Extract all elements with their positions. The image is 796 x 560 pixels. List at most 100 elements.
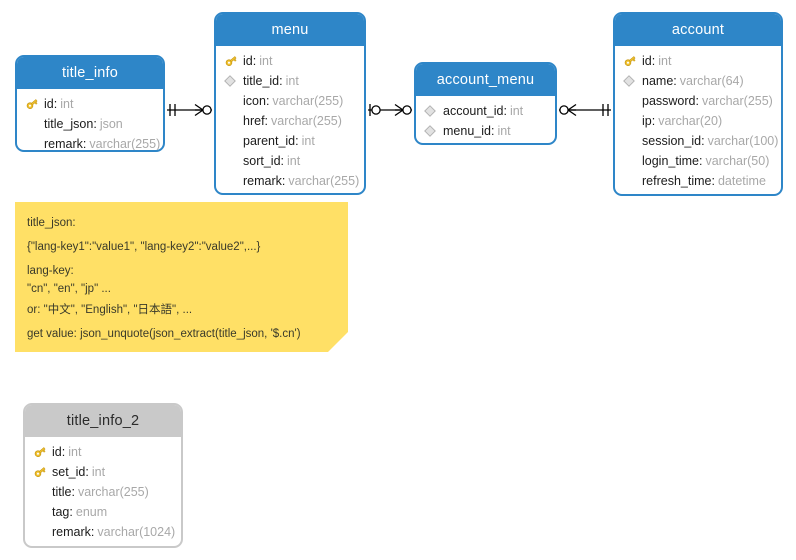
field-row[interactable]: title:varchar(255) bbox=[25, 482, 181, 502]
table-title-title_info: title_info bbox=[17, 57, 163, 89]
field-name: href bbox=[243, 114, 265, 128]
field-type: varchar(1024) bbox=[97, 525, 176, 539]
foreign-key-diamond-icon bbox=[424, 103, 443, 119]
field-name: icon bbox=[243, 94, 266, 108]
no-key-icon-spacer bbox=[623, 173, 642, 189]
field-row[interactable]: id:int bbox=[25, 442, 181, 462]
field-separator: : bbox=[281, 174, 286, 188]
field-row[interactable]: name:varchar(64) bbox=[615, 71, 781, 91]
field-row[interactable]: remark:varchar(1024) bbox=[25, 522, 181, 542]
no-key-icon-spacer bbox=[224, 153, 243, 169]
note-line: {"lang-key1":"value1", "lang-key2":"valu… bbox=[27, 241, 261, 253]
field-row[interactable]: ip:varchar(20) bbox=[615, 111, 781, 131]
field-row[interactable]: session_id:varchar(100) bbox=[615, 131, 781, 151]
field-separator: : bbox=[698, 154, 703, 168]
no-key-icon-spacer bbox=[224, 173, 243, 189]
foreign-key-diamond-icon bbox=[623, 73, 642, 89]
field-separator: : bbox=[279, 74, 283, 88]
no-key-icon-spacer bbox=[623, 113, 642, 129]
primary-key-icon bbox=[224, 53, 243, 69]
sticky-note-title-json[interactable]: title_json: {"lang-key1":"value1", "lang-… bbox=[15, 202, 348, 352]
field-separator: : bbox=[61, 445, 66, 459]
primary-key-icon bbox=[33, 444, 52, 460]
field-row[interactable]: id:int bbox=[17, 94, 163, 114]
note-line: title_json: bbox=[27, 217, 76, 229]
field-name: sort_id bbox=[243, 154, 281, 168]
field-row[interactable]: account_id:int bbox=[416, 101, 555, 121]
no-key-icon-spacer bbox=[623, 153, 642, 169]
note-line: get value: json_unquote(json_extract(tit… bbox=[27, 328, 301, 340]
field-separator: : bbox=[85, 465, 89, 479]
field-row[interactable]: title_json:json bbox=[17, 114, 163, 134]
no-key-icon-spacer bbox=[224, 113, 243, 129]
field-name: title_json bbox=[44, 117, 94, 131]
table-title-account_menu: account_menu bbox=[416, 64, 555, 96]
field-row[interactable]: title_id:int bbox=[216, 71, 364, 91]
field-type: varchar(255) bbox=[77, 485, 149, 499]
field-row[interactable]: id:int bbox=[216, 51, 364, 71]
field-type: int bbox=[509, 104, 524, 118]
field-row[interactable]: id:int bbox=[615, 51, 781, 71]
field-name: id bbox=[44, 97, 54, 111]
field-row[interactable]: tag:enum bbox=[25, 502, 181, 522]
field-separator: : bbox=[651, 114, 656, 128]
field-type: varchar(255) bbox=[271, 114, 342, 128]
field-name: menu_id bbox=[443, 124, 491, 138]
field-type: enum bbox=[75, 505, 108, 519]
field-name: ip bbox=[642, 114, 652, 128]
field-type: int bbox=[91, 465, 106, 479]
field-type: int bbox=[497, 124, 511, 138]
field-separator: : bbox=[252, 54, 257, 68]
field-row[interactable]: password:varchar(255) bbox=[615, 91, 781, 111]
field-row[interactable]: parent_id:int bbox=[216, 131, 364, 151]
field-separator: : bbox=[71, 485, 75, 499]
field-type: json bbox=[99, 117, 123, 131]
field-separator: : bbox=[90, 525, 95, 539]
field-name: account_id bbox=[443, 104, 504, 118]
field-separator: : bbox=[93, 117, 97, 131]
field-separator: : bbox=[69, 505, 73, 519]
relationship-account_menu-to-account[interactable] bbox=[559, 103, 611, 117]
field-name: password bbox=[642, 94, 696, 108]
field-type: int bbox=[285, 74, 299, 88]
field-name: title_id bbox=[243, 74, 280, 88]
field-row[interactable]: icon:varchar(255) bbox=[216, 91, 364, 111]
note-line: lang-key: bbox=[27, 265, 74, 277]
field-name: id bbox=[52, 445, 62, 459]
field-type: varchar(255) bbox=[89, 137, 161, 151]
field-name: tag bbox=[52, 505, 70, 519]
field-row[interactable]: refresh_time:datetime bbox=[615, 171, 781, 191]
field-row[interactable]: href:varchar(255) bbox=[216, 111, 364, 131]
foreign-key-diamond-icon bbox=[424, 123, 443, 139]
field-name: remark bbox=[44, 137, 83, 151]
field-name: id bbox=[642, 54, 652, 68]
no-key-icon-spacer bbox=[25, 136, 44, 150]
field-separator: : bbox=[490, 124, 495, 138]
field-separator: : bbox=[701, 134, 705, 148]
field-row[interactable]: sort_id:int bbox=[216, 151, 364, 171]
field-separator: : bbox=[53, 97, 58, 111]
field-type: varchar(255) bbox=[272, 94, 344, 108]
field-row[interactable]: set_id:int bbox=[25, 462, 181, 482]
field-name: set_id bbox=[52, 465, 86, 479]
field-row[interactable]: remark:varchar(255) bbox=[216, 171, 364, 191]
field-separator: : bbox=[280, 154, 285, 168]
primary-key-icon bbox=[623, 53, 642, 69]
no-key-icon-spacer bbox=[623, 93, 642, 109]
field-row[interactable]: menu_id:int bbox=[416, 121, 555, 141]
field-row[interactable]: login_time:varchar(50) bbox=[615, 151, 781, 171]
field-name: remark bbox=[52, 525, 91, 539]
field-separator: : bbox=[695, 94, 699, 108]
field-separator: : bbox=[711, 174, 715, 188]
relationship-menu-to-account_menu[interactable] bbox=[368, 103, 412, 117]
table-title-menu: menu bbox=[216, 14, 364, 46]
relationship-title_info-to-menu[interactable] bbox=[167, 103, 212, 117]
field-row[interactable]: remark:varchar(255) bbox=[17, 134, 163, 151]
